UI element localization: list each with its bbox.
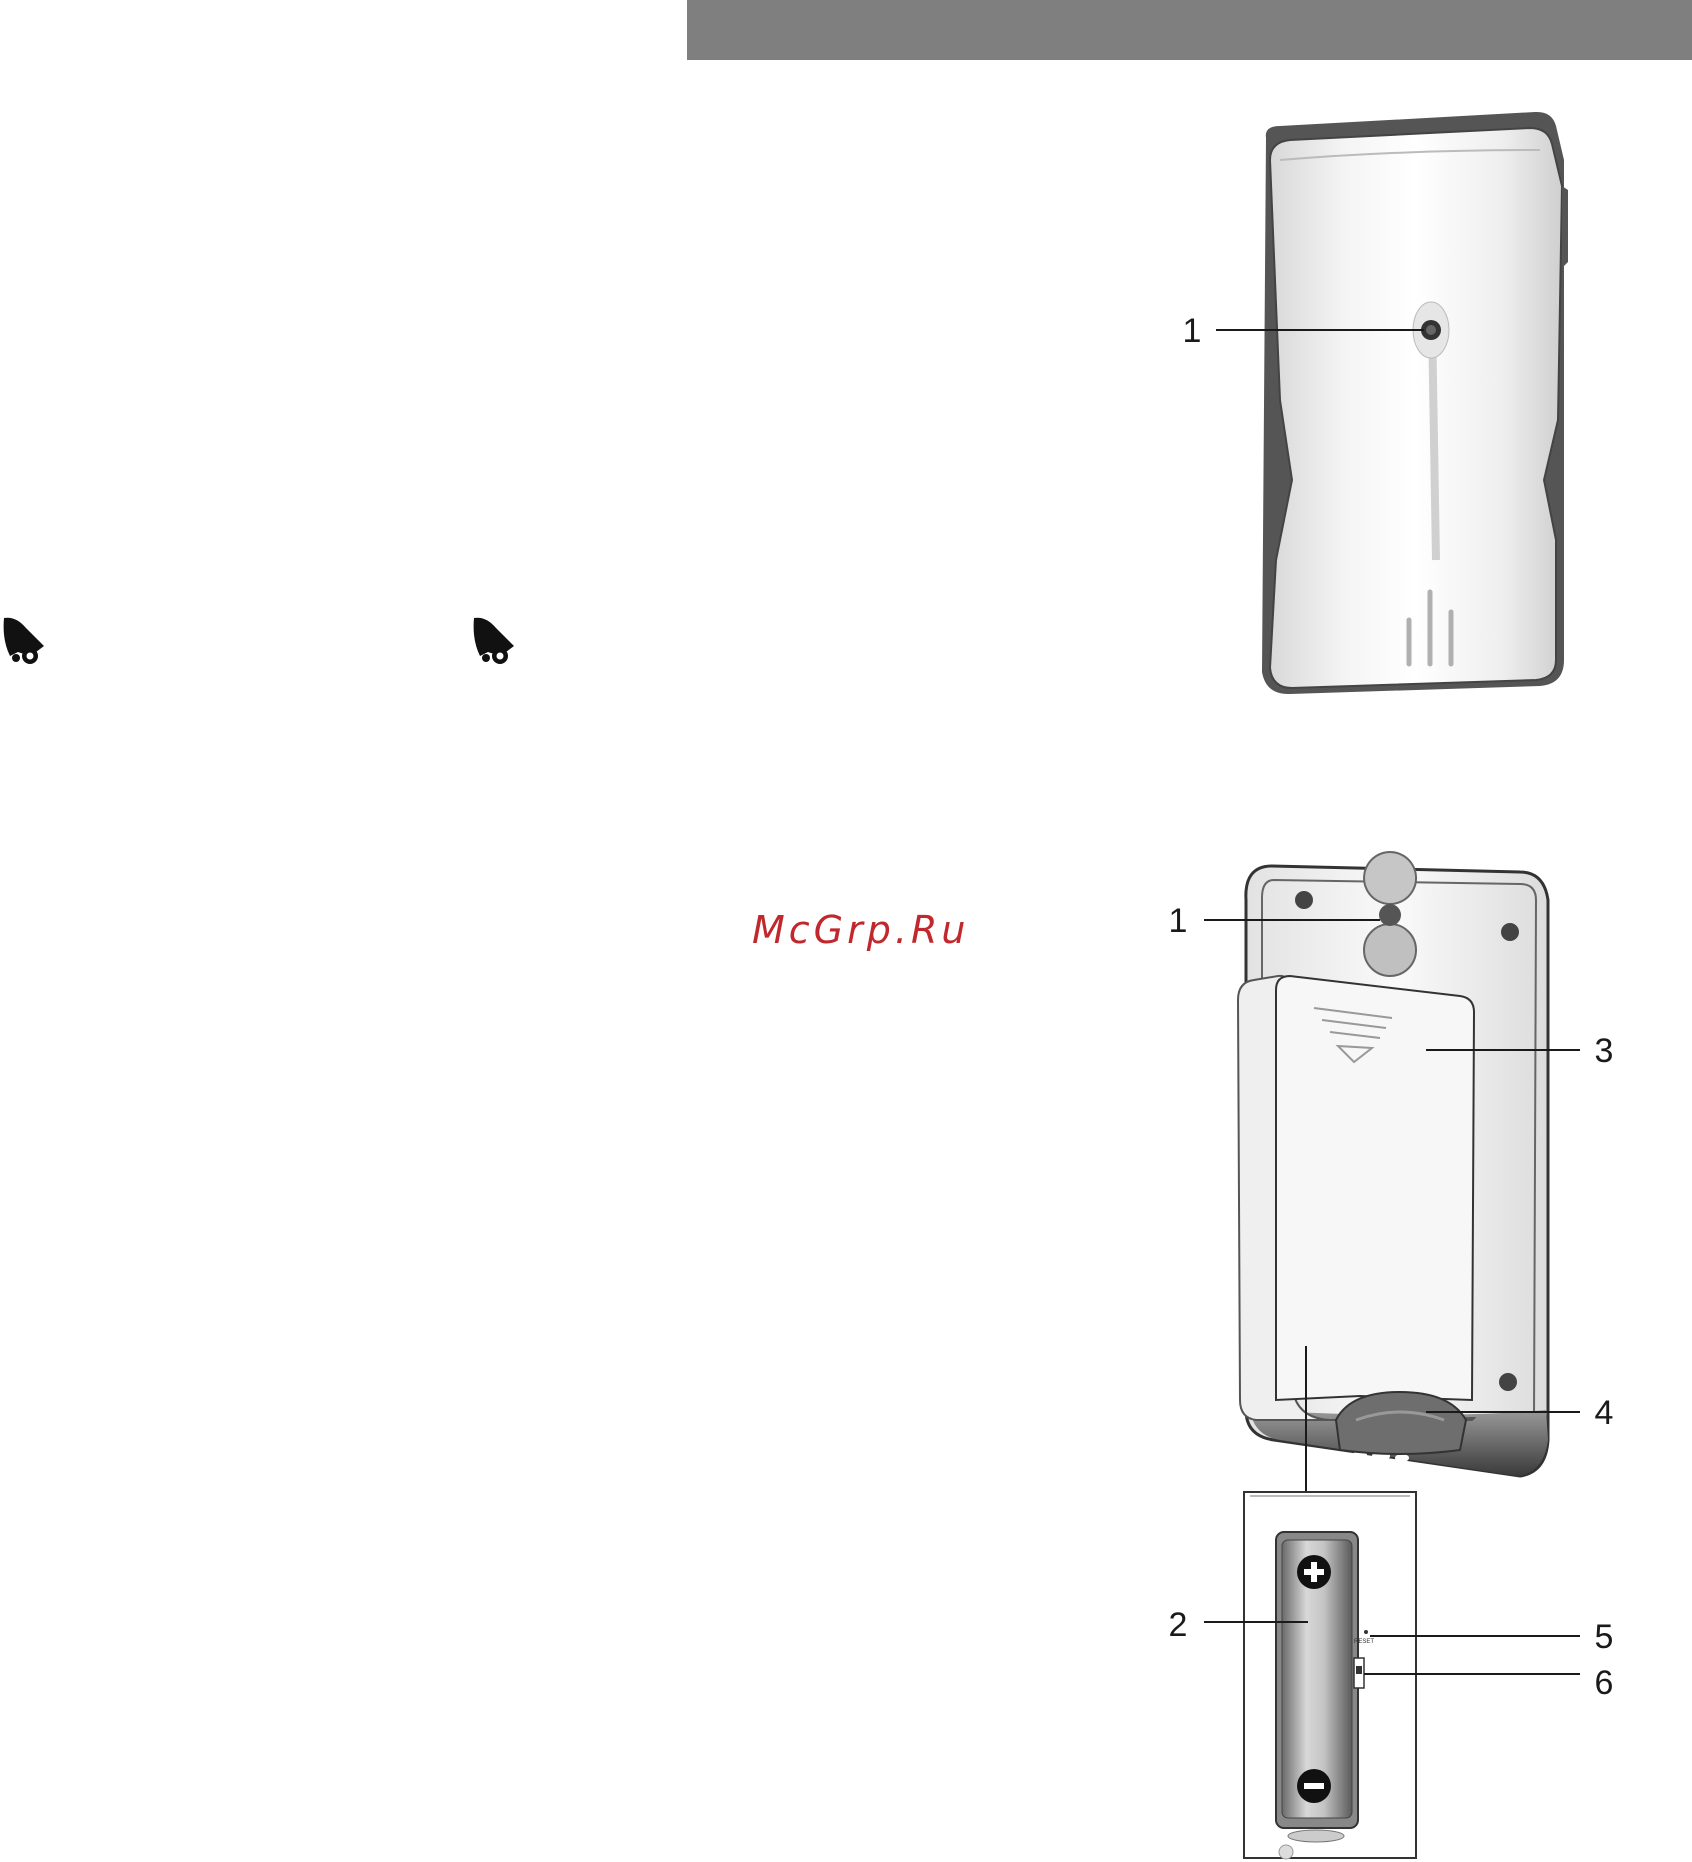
- sensor-back-view: [1238, 852, 1548, 1476]
- callout-label: 3: [1595, 1032, 1614, 1070]
- battery-compartment: RESET: [1244, 1492, 1416, 1859]
- sensor-front-view: [1262, 112, 1568, 694]
- reset-label: RESET: [1354, 1639, 1374, 1645]
- callout-label: 5: [1595, 1618, 1614, 1656]
- callout-label: 6: [1595, 1664, 1614, 1702]
- callout-label: 4: [1595, 1394, 1614, 1432]
- callout-label: 2: [1169, 1606, 1188, 1644]
- callout-label: 1: [1183, 312, 1202, 350]
- callout-label: 1: [1169, 902, 1188, 940]
